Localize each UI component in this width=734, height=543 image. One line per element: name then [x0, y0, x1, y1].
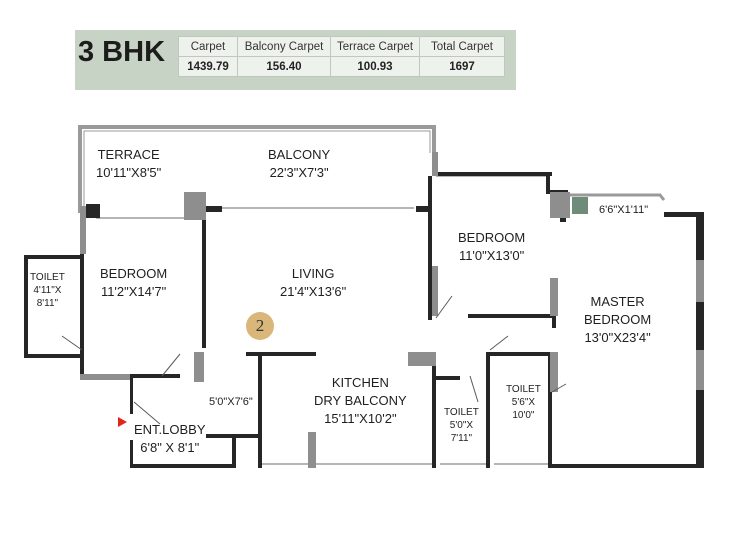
terrace-name: TERRACE	[97, 147, 160, 162]
bedroom-left-label: BEDROOM 11'2"X14'7"	[100, 265, 167, 301]
master-bedroom-label: MASTER BEDROOM 13'0"X23'4"	[584, 293, 651, 347]
ent-lobby-size: 6'8" X 8'1"	[140, 440, 200, 455]
bedroom-right-name: BEDROOM	[458, 230, 526, 245]
toilet-mid-size1: 5'0"X	[449, 420, 474, 431]
ent-lobby-label: ENT.LOBBY 6'8" X 8'1"	[134, 421, 206, 457]
total-carpet-value: 1697	[419, 56, 505, 77]
toilet-mid-label: TOILET 5'0"X 7'11"	[444, 406, 479, 445]
master-name2: BEDROOM	[584, 312, 652, 327]
living-label: LIVING 21'4"X13'6"	[280, 265, 346, 301]
bedroom-right-size: 11'0"X13'0"	[458, 248, 525, 263]
balcony-railing	[78, 125, 666, 213]
passage-size: 5'0"X7'6"	[209, 396, 253, 408]
toilet-left-size2: 8'11"	[36, 298, 59, 309]
carpet-header: Carpet	[178, 36, 238, 57]
terrace-carpet-header: Terrace Carpet	[330, 36, 420, 57]
toilet-right-size2: 10'0"	[512, 410, 535, 421]
toilet-mid-size2: 7'11"	[450, 433, 473, 444]
walls	[24, 172, 704, 468]
master-size: 13'0"X23'4"	[584, 330, 651, 345]
kitchen-name2: DRY BALCONY	[314, 393, 407, 408]
balcony-carpet-header: Balcony Carpet	[237, 36, 331, 57]
unit-type-title: 3 BHK	[78, 36, 166, 68]
entry-arrow-icon	[118, 417, 127, 427]
toilet-left-label: TOILET 4'11"X 8'11"	[30, 271, 65, 310]
carpet-value: 1439.79	[178, 56, 238, 77]
toilet-right-size1: 5'6"X	[511, 397, 536, 408]
living-size: 21'4"X13'6"	[280, 284, 347, 299]
ent-lobby-name: ENT.LOBBY	[134, 422, 206, 437]
toilet-mid-name: TOILET	[444, 407, 479, 418]
unit-number-badge: 2	[246, 312, 274, 340]
area-table-value-row: 1439.79 156.40 100.93 1697	[178, 56, 505, 77]
terrace-size: 10'11"X8'5"	[96, 165, 162, 180]
living-name: LIVING	[291, 266, 335, 281]
bedroom-left-name: BEDROOM	[100, 266, 168, 281]
balcony-carpet-value: 156.40	[237, 56, 331, 77]
toilet-right-label: TOILET 5'6"X 10'0"	[506, 383, 541, 422]
window-glass	[572, 197, 588, 214]
toilet-left-name: TOILET	[30, 272, 65, 283]
area-table-header-row: Carpet Balcony Carpet Terrace Carpet Tot…	[178, 36, 505, 57]
toilet-left-size1: 4'11"X	[33, 285, 62, 296]
area-table: Carpet Balcony Carpet Terrace Carpet Tot…	[178, 36, 505, 77]
door-swings	[61, 295, 567, 425]
terrace-label: TERRACE 10'11"X8'5"	[96, 146, 161, 182]
balcony-label: BALCONY 22'3"X7'3"	[268, 146, 330, 182]
balcony-name: BALCONY	[268, 147, 331, 162]
bedroom-left-size: 11'2"X14'7"	[100, 284, 167, 299]
kitchen-size: 15'11"X10'2"	[324, 411, 397, 426]
master-name1: MASTER	[590, 294, 645, 309]
small-balcony-size: 6'6"X1'11"	[599, 204, 649, 216]
total-carpet-header: Total Carpet	[419, 36, 505, 57]
kitchen-name1: KITCHEN	[331, 375, 389, 390]
bedroom-right-label: BEDROOM 11'0"X13'0"	[458, 229, 525, 265]
balcony-size: 22'3"X7'3"	[269, 165, 329, 180]
terrace-carpet-value: 100.93	[330, 56, 420, 77]
columns	[80, 152, 704, 468]
toilet-right-name: TOILET	[506, 384, 541, 395]
kitchen-label: KITCHEN DRY BALCONY 15'11"X10'2"	[314, 374, 407, 428]
